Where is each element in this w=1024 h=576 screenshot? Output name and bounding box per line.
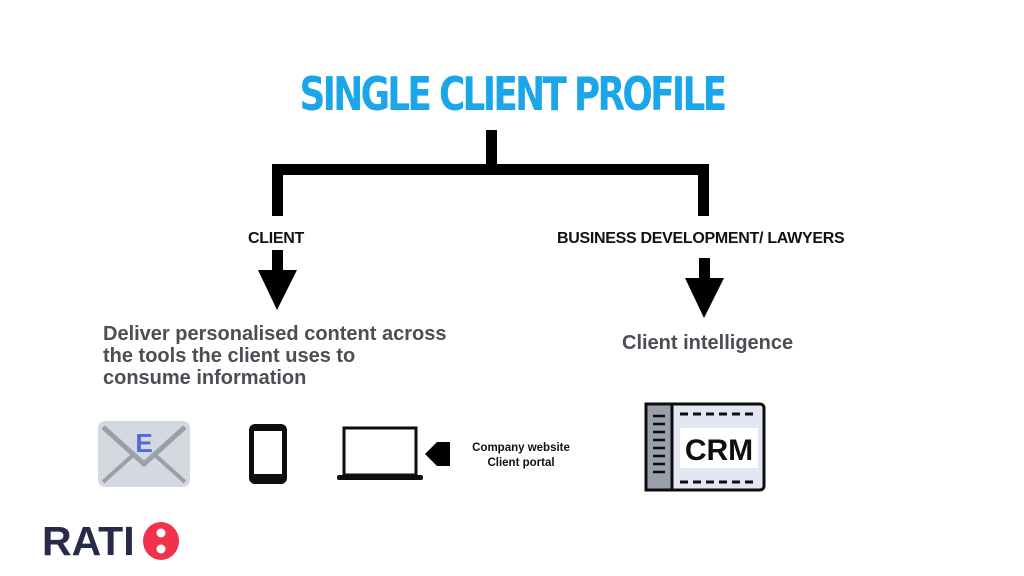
caption-line: Company website	[472, 442, 570, 454]
left-pointer-icon	[425, 442, 450, 466]
email-icon: E	[98, 421, 190, 487]
crm-icon: CRM	[644, 402, 766, 492]
logo-o-icon	[143, 522, 179, 560]
horizontal-bar	[272, 164, 709, 175]
left-down-arrow	[258, 250, 297, 310]
smartphone-icon	[249, 424, 287, 484]
client-description-line: consume information	[103, 367, 307, 389]
client-description: Deliver personalised content across the …	[103, 323, 446, 389]
logo-text: RATI	[42, 518, 135, 564]
web-portal-caption: Company website Client portal	[466, 441, 576, 471]
diagram-title: SINGLE CLIENT PROFILE	[299, 67, 728, 121]
stem-line	[486, 130, 497, 175]
business-development-label: BUSINESS DEVELOPMENT/ LAWYERS	[557, 230, 845, 247]
client-intelligence-text: Client intelligence	[622, 332, 794, 354]
left-drop-line	[272, 164, 283, 216]
client-label: CLIENT	[248, 230, 304, 247]
crm-icon-text: CRM	[685, 434, 753, 467]
client-description-line: Deliver personalised content across	[103, 323, 447, 345]
laptop-icon	[337, 426, 423, 480]
client-description-line: the tools the client uses to	[103, 345, 356, 367]
right-down-arrow	[685, 258, 724, 318]
caption-line: Client portal	[487, 457, 555, 469]
email-letter: E	[135, 428, 152, 458]
right-drop-line	[698, 164, 709, 216]
